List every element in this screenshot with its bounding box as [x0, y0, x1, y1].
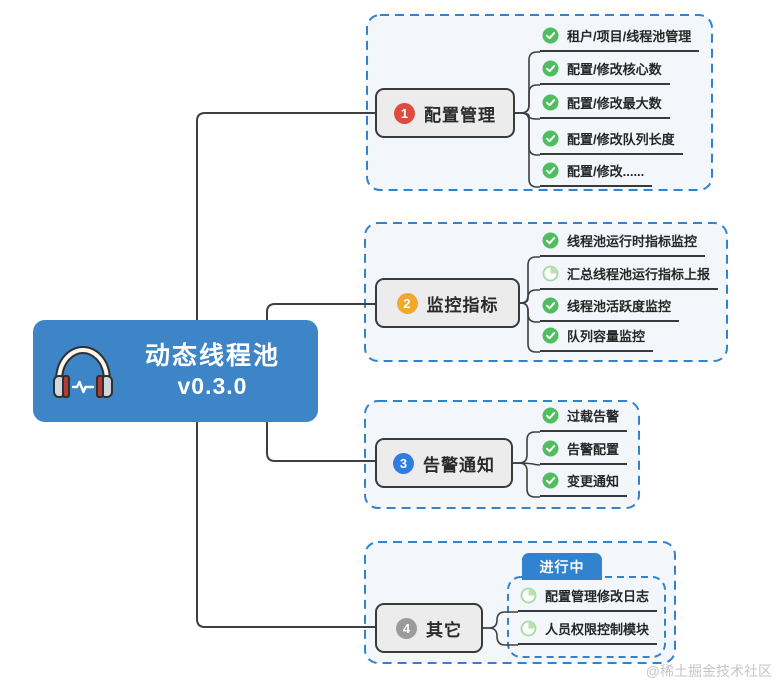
leaf-label: 租户/项目/线程池管理: [567, 28, 692, 44]
branch-node-config[interactable]: 1 配置管理: [375, 88, 515, 138]
branch-group-outline-1: [366, 14, 713, 191]
root-connectors: [196, 112, 375, 628]
branch-badge-4: 4: [396, 617, 417, 639]
check-icon: [542, 407, 559, 423]
leaf-item[interactable]: 线程池活跃度监控: [540, 295, 680, 322]
leaf-label: 线程池活跃度监控: [567, 298, 672, 314]
branch-node-monitoring[interactable]: 2 监控指标: [375, 278, 520, 328]
leaf-label: 配置/修改最大数: [567, 95, 662, 111]
check-icon: [542, 60, 559, 76]
leaf-item[interactable]: 过载告警: [540, 405, 628, 432]
branch-badge-2: 2: [396, 292, 418, 314]
branch-2-forks: [520, 256, 540, 353]
branch-label: 监控指标: [426, 295, 499, 315]
check-icon: [542, 162, 559, 178]
check-icon: [542, 472, 559, 488]
progress-pie-icon: [520, 620, 537, 636]
leaf-item[interactable]: 线程池运行时指标监控: [540, 230, 706, 257]
branch-node-alert[interactable]: 3 告警通知: [375, 438, 513, 488]
branch-badge-3: 3: [393, 452, 414, 474]
leaf-item[interactable]: 告警配置: [540, 438, 628, 465]
branch-4-forks: [483, 611, 518, 646]
leaf-item[interactable]: 配置/修改最大数: [540, 92, 670, 119]
leaf-label: 线程池运行时指标监控: [567, 233, 698, 249]
branch-label: 告警通知: [423, 455, 495, 475]
root-node[interactable]: 动态线程池 v0.3.0: [33, 320, 318, 422]
root-version: v0.3.0: [177, 373, 248, 400]
leaf-item[interactable]: 配置/修改核心数: [540, 58, 670, 85]
branch-label: 其它: [426, 620, 462, 640]
leaf-label: 过载告警: [567, 408, 620, 424]
leaf-label: 配置/修改......: [567, 163, 645, 179]
branch-label: 配置管理: [424, 105, 496, 125]
leaf-label: 配置管理修改日志: [545, 588, 650, 604]
leaf-item[interactable]: 队列容量监控: [540, 325, 654, 352]
leaf-item[interactable]: 配置管理修改日志: [518, 585, 658, 612]
branch-badge-1: 1: [394, 102, 415, 124]
leaf-item[interactable]: 汇总线程池运行指标上报: [540, 263, 719, 290]
leaf-item[interactable]: 配置/修改队列长度: [540, 128, 683, 155]
watermark: @稀土掘金技术社区: [645, 663, 772, 679]
headphones-icon: [53, 345, 113, 398]
check-icon: [542, 440, 559, 456]
check-icon: [542, 27, 559, 43]
leaf-label: 配置/修改核心数: [567, 61, 662, 77]
check-icon: [542, 297, 559, 313]
check-icon: [542, 94, 559, 110]
check-icon: [542, 130, 559, 146]
progress-pie-icon: [520, 587, 537, 603]
status-tab-in-progress: 进行中: [522, 553, 602, 580]
root-title: 动态线程池: [144, 342, 280, 370]
leaf-label: 人员权限控制模块: [545, 621, 650, 637]
leaf-item[interactable]: 变更通知: [540, 470, 628, 497]
leaf-item[interactable]: 租户/项目/线程池管理: [540, 25, 700, 52]
progress-pie-icon: [542, 265, 559, 281]
leaf-item[interactable]: 人员权限控制模块: [518, 618, 658, 645]
branch-3-forks: [512, 431, 541, 498]
leaf-label: 汇总线程池运行指标上报: [567, 266, 711, 282]
check-icon: [542, 327, 559, 343]
leaf-label: 告警配置: [567, 441, 620, 457]
leaf-item[interactable]: 配置/修改......: [540, 160, 653, 187]
branch-node-other[interactable]: 4 其它: [375, 603, 483, 653]
leaf-label: 队列容量监控: [567, 328, 646, 344]
branch-1-forks: [515, 51, 540, 188]
leaf-label: 配置/修改队列长度: [567, 131, 675, 147]
check-icon: [542, 232, 559, 248]
leaf-label: 变更通知: [567, 473, 620, 489]
